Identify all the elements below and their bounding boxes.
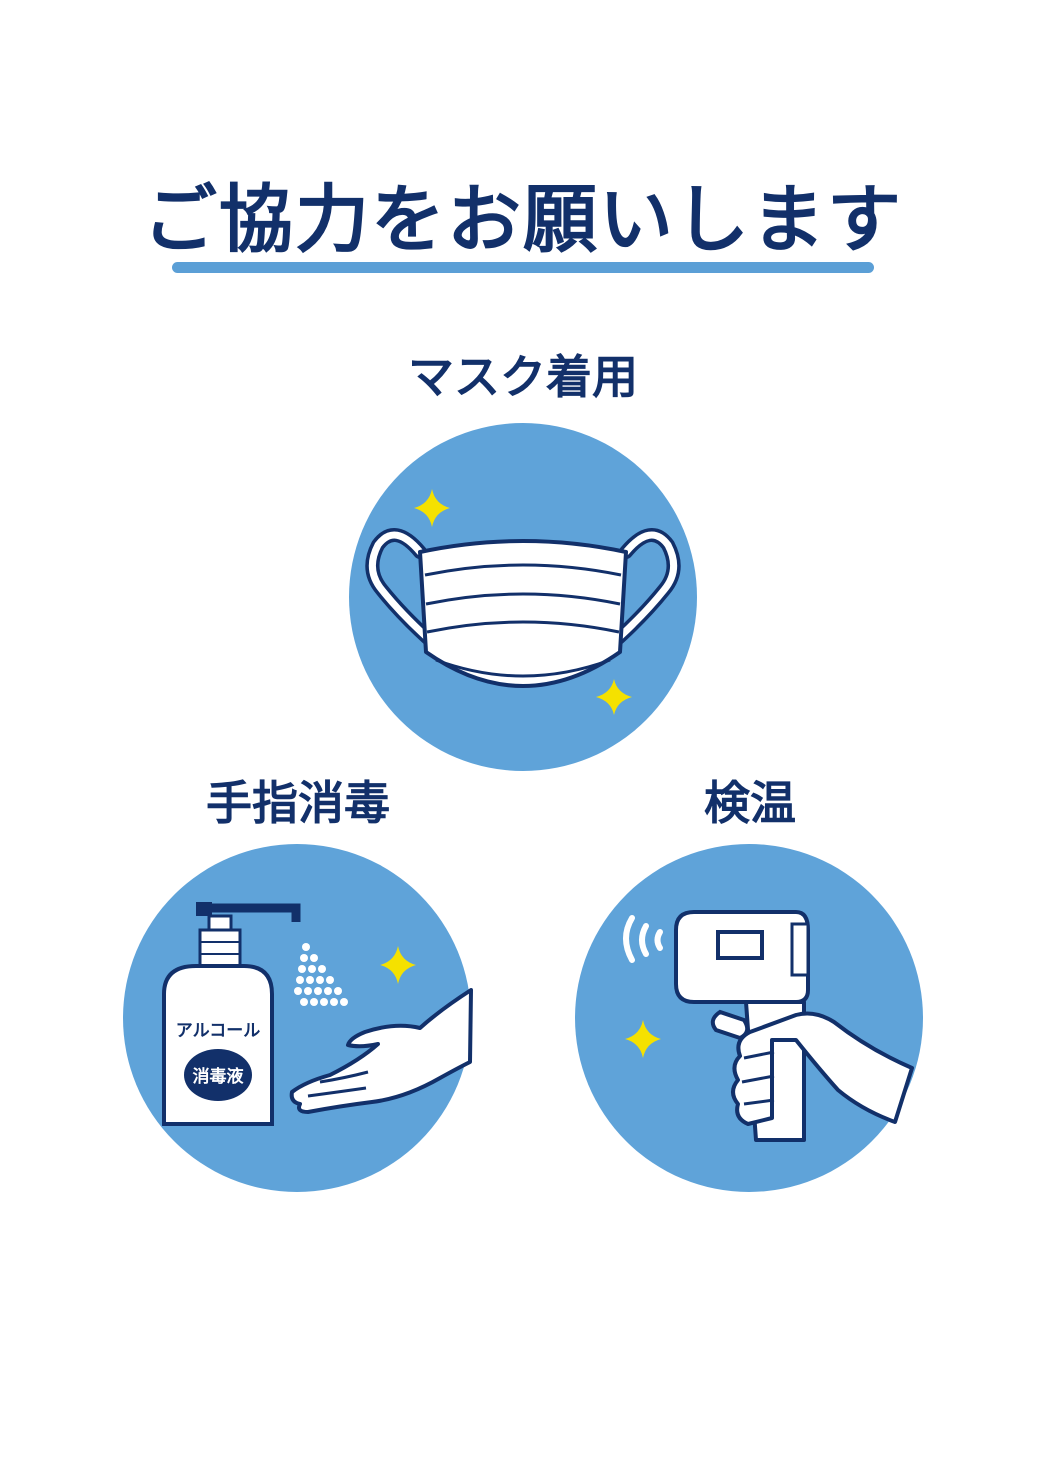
title-underline [172, 262, 874, 273]
hand-sanitizer-icon [123, 844, 473, 1192]
bottle-label: アルコール [176, 1021, 261, 1041]
label-mask: マスク着用 [408, 350, 638, 404]
label-sanitizer: 手指消毒 [206, 776, 390, 830]
thermometer-gun-icon [575, 844, 923, 1192]
face-mask-icon [349, 423, 697, 771]
label-temperature: 検温 [704, 776, 796, 830]
page-title: ご協力をお願いします [143, 177, 903, 263]
bottle-badge: 消毒液 [193, 1066, 244, 1087]
